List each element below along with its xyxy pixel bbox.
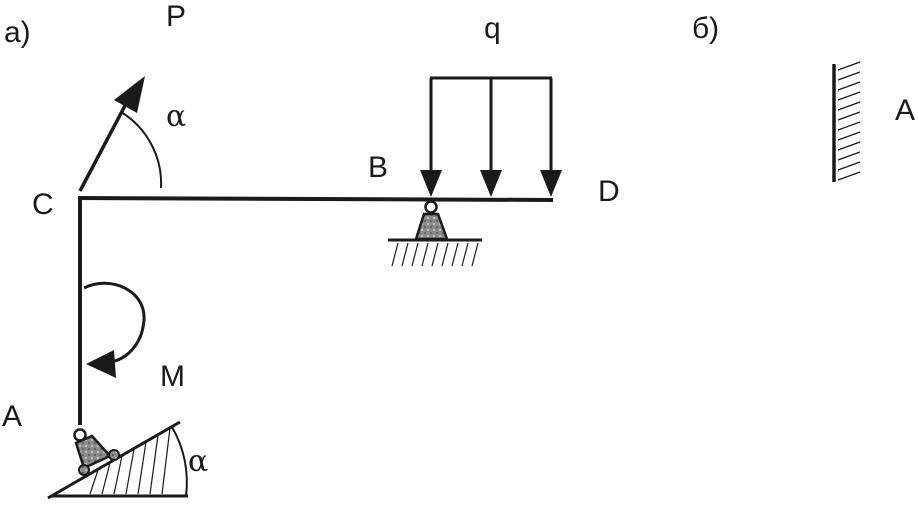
force-p-arrow	[78, 76, 145, 192]
support-b	[388, 200, 482, 267]
angle-arc-bottom	[171, 426, 188, 497]
distributed-load-q	[420, 76, 562, 197]
label-angle-alpha-bottom: α	[188, 444, 209, 479]
label-angle-alpha-top: α	[166, 99, 187, 134]
label-load-q: q	[484, 12, 501, 45]
panel-label-a: а)	[4, 16, 31, 49]
label-point-d: D	[598, 175, 620, 208]
label-force-p: P	[166, 0, 187, 33]
label-point-b: B	[368, 151, 389, 184]
label-wall-a: A	[895, 94, 916, 127]
moment-m-arrow	[83, 281, 146, 378]
label-point-c: C	[32, 188, 54, 221]
label-point-a: A	[2, 400, 23, 433]
label-moment-m: M	[160, 360, 185, 393]
support-a-roller	[47, 420, 188, 500]
panel-label-b: б)	[692, 12, 720, 45]
member-cd	[77, 196, 554, 202]
angle-arc-top	[120, 111, 163, 189]
fixed-wall-support	[832, 61, 861, 182]
